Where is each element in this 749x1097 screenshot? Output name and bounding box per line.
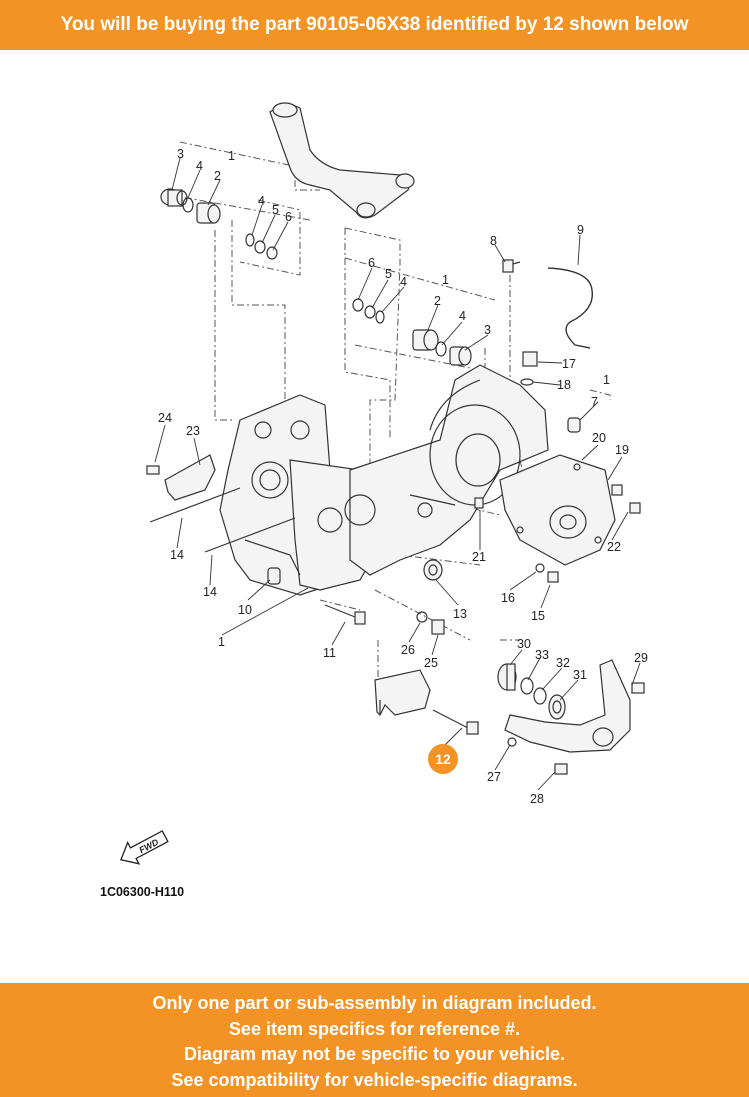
bushing-set-left [160, 188, 278, 260]
callout-label: 3 [484, 323, 491, 337]
footer-line: See item specifics for reference #. [228, 1018, 521, 1039]
callout-label: 5 [272, 203, 279, 217]
callout-label: 2 [214, 169, 221, 183]
callout-label: 1 [228, 149, 235, 163]
breather-hose [502, 259, 593, 386]
callout-label: 8 [490, 234, 497, 248]
small-bolts [535, 417, 641, 583]
callout-label: 32 [556, 656, 570, 670]
callout-label: 24 [158, 411, 172, 425]
callout-label: 2 [434, 294, 441, 308]
callout-label: 15 [531, 609, 545, 623]
callout-label: 5 [385, 267, 392, 281]
studs [149, 487, 296, 553]
bolt-12 [432, 709, 479, 735]
callout-label: 30 [517, 637, 531, 651]
bushing-set-right [352, 298, 472, 366]
callout-label: 18 [557, 378, 571, 392]
callout-label: 29 [634, 651, 648, 665]
bracket-23 [146, 454, 216, 501]
callout-label: 26 [401, 643, 415, 657]
callout-label: 3 [177, 147, 184, 161]
callout-label: 11 [323, 646, 336, 660]
callout-label: 20 [592, 431, 606, 445]
callout-label: 28 [530, 792, 544, 806]
crankcase-right-half [344, 364, 549, 576]
callout-label: 21 [472, 550, 486, 564]
callout-label: 10 [238, 603, 252, 617]
rear-arm [504, 659, 645, 775]
header-text: You will be buying the part 90105-06X38 … [60, 14, 689, 35]
callout-label: 25 [424, 656, 438, 670]
top-banner: You will be buying the part 90105-06X38 … [0, 0, 749, 50]
callout-label: 4 [459, 309, 466, 323]
highlight-label: 12 [435, 751, 451, 767]
callout-label: 14 [170, 548, 184, 562]
highlight-callout-12: 12 [428, 744, 458, 774]
callout-label: 1 [218, 635, 225, 649]
footer-line: Diagram may not be specific to your vehi… [183, 1044, 566, 1064]
footer-line: See compatibility for vehicle-specific d… [171, 1069, 578, 1090]
callout-label: 23 [186, 424, 200, 438]
exploded-parts-diagram: 3 4 1 2 4 5 6 8 9 6 5 4 1 2 4 3 17 18 1 … [100, 102, 648, 899]
callout-label: 1 [603, 373, 610, 387]
callout-label: 14 [203, 585, 217, 599]
callout-label: 33 [535, 648, 549, 662]
callout-label: 4 [258, 194, 265, 208]
oil-seal-13 [423, 497, 484, 581]
cover-20 [499, 454, 616, 566]
callout-label: 4 [196, 159, 203, 173]
lower-housing [374, 669, 431, 717]
callout-label: 6 [368, 256, 375, 270]
callout-label: 7 [591, 395, 598, 409]
callout-label: 6 [285, 210, 292, 224]
callout-label: 19 [615, 443, 629, 457]
callout-label: 31 [573, 668, 587, 682]
highlight-marker [428, 744, 458, 774]
callout-labels: 3 4 1 2 4 5 6 8 9 6 5 4 1 2 4 3 17 18 1 … [158, 147, 648, 806]
footer-line: Only one part or sub-assembly in diagram… [152, 993, 597, 1013]
bearing-set [497, 663, 566, 720]
fwd-arrow-icon: FWD [120, 830, 169, 865]
callout-label: 17 [562, 357, 576, 371]
callout-label: 1 [442, 273, 449, 287]
callout-label: 13 [453, 607, 467, 621]
leader-lines [154, 157, 641, 791]
callout-label: 4 [400, 275, 407, 289]
diagram-code: 1C06300-H110 [100, 885, 184, 899]
callout-label: 16 [501, 591, 515, 605]
bottom-banner: Only one part or sub-assembly in diagram… [0, 983, 749, 1097]
upper-bracket [269, 102, 415, 219]
lower-bolts [324, 604, 445, 635]
callout-label: 27 [487, 770, 501, 784]
callout-label: 22 [607, 540, 621, 554]
callout-label: 9 [577, 223, 584, 237]
